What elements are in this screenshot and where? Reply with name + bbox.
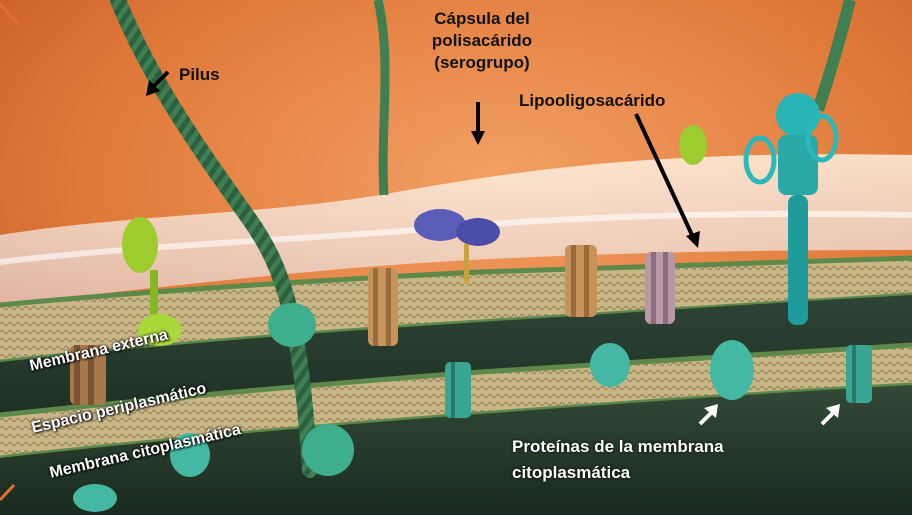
label-capsule-line-2: polisacárido bbox=[427, 30, 537, 52]
pilus-secretin bbox=[268, 303, 316, 347]
cytoplasmic-membrane-protein-2 bbox=[590, 343, 630, 387]
label-lipooligosaccharide: Lipooligosacárido bbox=[519, 90, 665, 112]
lime-protein-small bbox=[679, 125, 707, 165]
cytoplasmic-membrane-protein-3 bbox=[710, 340, 754, 400]
label-capsule: Cápsula del polisacárido (serogrupo) bbox=[427, 8, 537, 74]
label-proteins-line-1: Proteínas de la membrana bbox=[512, 434, 724, 460]
cytoplasmic-membrane-protein-4 bbox=[846, 345, 872, 403]
outer-membrane-porin-3 bbox=[565, 245, 597, 317]
label-proteins-line-2: citoplasmática bbox=[512, 460, 724, 486]
label-capsule-line-1: Cápsula del bbox=[427, 8, 537, 30]
label-pilus: Pilus bbox=[179, 64, 220, 86]
outer-membrane-porin-2 bbox=[368, 268, 398, 346]
label-cytoplasmic-proteins: Proteínas de la membrana citoplasmática bbox=[512, 434, 724, 486]
label-capsule-line-3: (serogrupo) bbox=[427, 52, 537, 74]
outer-membrane-porin-4 bbox=[645, 252, 675, 324]
cytoplasmic-membrane-protein-6 bbox=[73, 484, 117, 512]
cytoplasmic-membrane-protein-1 bbox=[445, 362, 471, 418]
pilus-assembly-platform bbox=[302, 424, 354, 476]
